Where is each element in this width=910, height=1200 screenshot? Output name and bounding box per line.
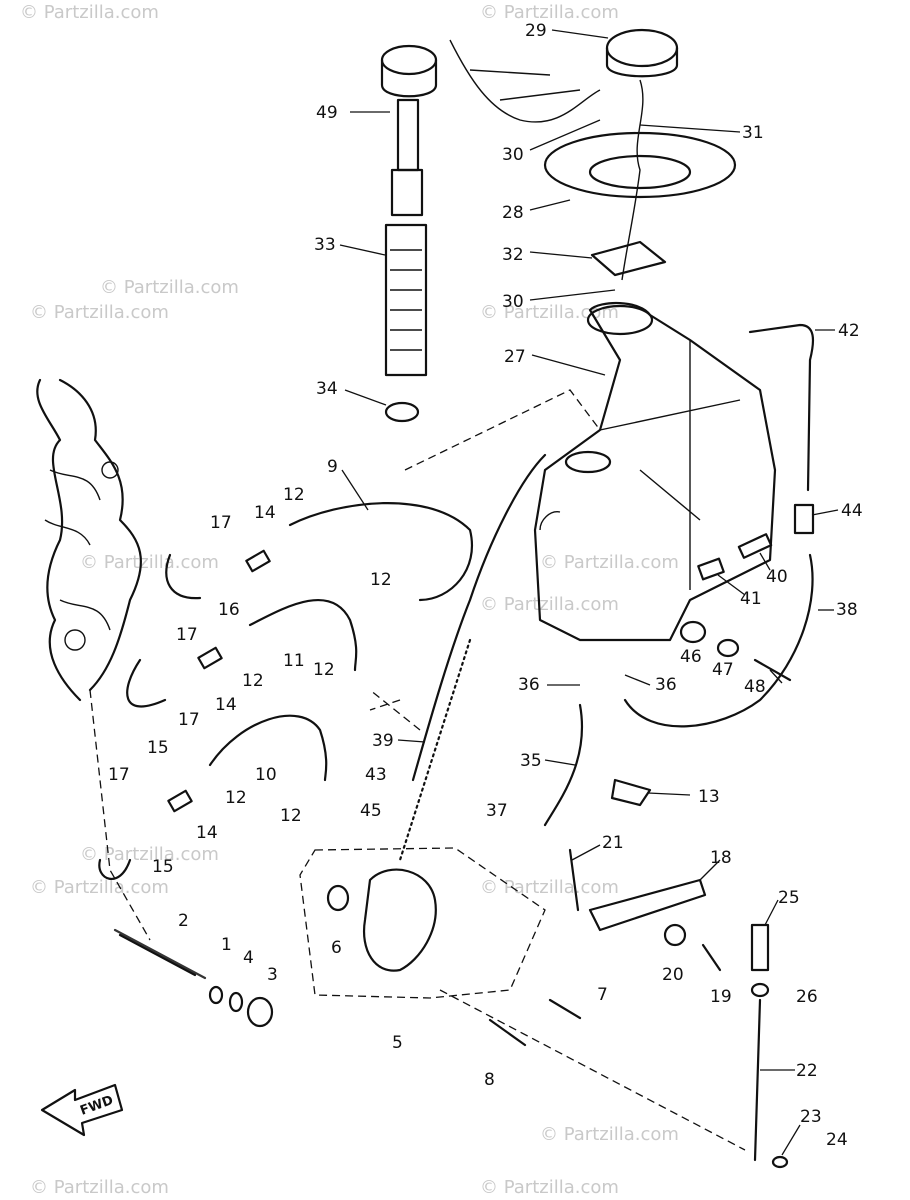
callout-34: 34 xyxy=(316,379,338,399)
hoses xyxy=(98,323,815,881)
callout-12-f: 12 xyxy=(280,806,302,826)
callout-35: 35 xyxy=(520,751,542,771)
callout-4: 4 xyxy=(243,948,254,968)
watermark: © Partzilla.com xyxy=(80,552,219,573)
watermark: © Partzilla.com xyxy=(480,1177,619,1198)
callout-24: 24 xyxy=(826,1130,848,1150)
watermark: © Partzilla.com xyxy=(480,302,619,323)
oil-level-gauge xyxy=(380,39,601,423)
callout-17-c: 17 xyxy=(178,710,200,730)
callout-7: 7 xyxy=(597,985,608,1005)
reference-lines xyxy=(89,389,746,1151)
callout-38: 38 xyxy=(836,600,858,620)
watermark: © Partzilla.com xyxy=(480,877,619,898)
callout-28: 28 xyxy=(502,203,524,223)
callout-41: 41 xyxy=(740,589,762,609)
callout-27: 27 xyxy=(504,347,526,367)
callout-12-a: 12 xyxy=(283,485,305,505)
callout-33: 33 xyxy=(314,235,336,255)
callout-20: 20 xyxy=(662,965,684,985)
callout-1: 1 xyxy=(221,935,232,955)
callout-43: 43 xyxy=(365,765,387,785)
callout-13: 13 xyxy=(698,787,720,807)
filler-cap-assembly xyxy=(543,28,737,281)
watermark-layer: © Partzilla.com © Partzilla.com © Partzi… xyxy=(20,2,679,1198)
callout-14-b: 14 xyxy=(215,695,237,715)
callout-25: 25 xyxy=(778,888,800,908)
fittings xyxy=(167,503,815,813)
callout-26: 26 xyxy=(796,987,818,1007)
callout-49: 49 xyxy=(316,103,338,123)
watermark: © Partzilla.com xyxy=(80,844,219,865)
callout-15-b: 15 xyxy=(152,857,174,877)
callout-11: 11 xyxy=(283,651,305,671)
callout-23: 23 xyxy=(800,1107,822,1127)
leader-lines xyxy=(339,29,839,1156)
callout-29: 29 xyxy=(525,21,547,41)
callout-39: 39 xyxy=(372,731,394,751)
callout-46: 46 xyxy=(680,647,702,667)
watermark: © Partzilla.com xyxy=(100,277,239,298)
oil-pump-assembly xyxy=(113,847,582,1047)
callout-12-d: 12 xyxy=(242,671,264,691)
callout-36-left: 36 xyxy=(518,675,540,695)
callout-12-b: 12 xyxy=(370,570,392,590)
pump-linkage xyxy=(568,848,789,1169)
callout-15-a: 15 xyxy=(147,738,169,758)
callout-30-upper: 30 xyxy=(502,145,524,165)
callout-44: 44 xyxy=(841,501,863,521)
callout-17-b: 17 xyxy=(176,625,198,645)
callout-31: 31 xyxy=(742,123,764,143)
callout-5: 5 xyxy=(392,1033,403,1053)
callout-45: 45 xyxy=(360,801,382,821)
callout-10: 10 xyxy=(255,765,277,785)
callout-36-right: 36 xyxy=(655,675,677,695)
callout-42: 42 xyxy=(838,321,860,341)
callout-40: 40 xyxy=(766,567,788,587)
callout-labels: 29 49 31 30 28 33 32 30 27 42 34 9 17 14… xyxy=(108,21,863,1150)
callout-17-a: 17 xyxy=(210,513,232,533)
callout-14-a: 14 xyxy=(254,503,276,523)
callout-19: 19 xyxy=(710,987,732,1007)
callout-14-c: 14 xyxy=(196,823,218,843)
watermark: © Partzilla.com xyxy=(540,1124,679,1145)
watermark: © Partzilla.com xyxy=(30,877,169,898)
callout-8: 8 xyxy=(484,1070,495,1090)
callout-12-e: 12 xyxy=(225,788,247,808)
oil-tank xyxy=(533,301,777,642)
watermark: © Partzilla.com xyxy=(30,1177,169,1198)
callout-18: 18 xyxy=(710,848,732,868)
callout-21: 21 xyxy=(602,833,624,853)
callout-3: 3 xyxy=(267,965,278,985)
forward-arrow: FWD xyxy=(40,1083,124,1137)
callout-37: 37 xyxy=(486,801,508,821)
callout-48: 48 xyxy=(744,677,766,697)
watermark: © Partzilla.com xyxy=(540,552,679,573)
callout-30-lower: 30 xyxy=(502,292,524,312)
callout-6: 6 xyxy=(331,938,342,958)
watermark: © Partzilla.com xyxy=(20,2,159,23)
watermark: © Partzilla.com xyxy=(480,2,619,23)
callout-17-d: 17 xyxy=(108,765,130,785)
callout-22: 22 xyxy=(796,1061,818,1081)
watermark: © Partzilla.com xyxy=(480,594,619,615)
callout-9: 9 xyxy=(327,457,338,477)
engine-block xyxy=(36,378,142,702)
callout-32: 32 xyxy=(502,245,524,265)
watermark: © Partzilla.com xyxy=(30,302,169,323)
callout-47: 47 xyxy=(712,660,734,680)
callout-2: 2 xyxy=(178,911,189,931)
callout-16: 16 xyxy=(218,600,240,620)
callout-12-c: 12 xyxy=(313,660,335,680)
